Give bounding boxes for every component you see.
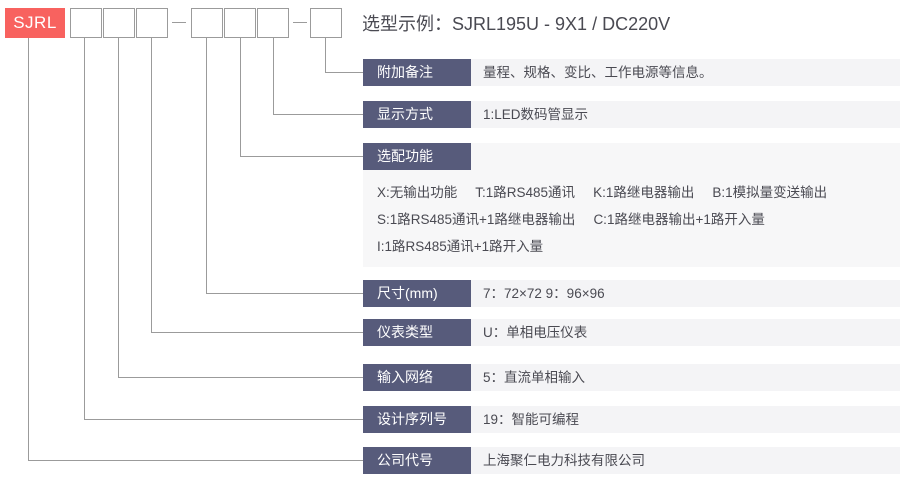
- page-title: 选型示例：SJRL195U - 9X1 / DC220V: [362, 14, 671, 34]
- code-slot-7: [310, 8, 342, 38]
- spec-row-design-serial: 设计序列号 19：智能可编程: [363, 406, 900, 433]
- leader-hline-3: [151, 332, 363, 333]
- spec-label-company-code: 公司代号: [363, 447, 471, 474]
- leader-vline-brand: [28, 38, 29, 460]
- leader-vline-7: [325, 38, 326, 72]
- model-code-row: SJRL: [0, 0, 360, 46]
- code-slot-3: [136, 8, 168, 38]
- leader-hline-7: [325, 72, 363, 73]
- spec-label-remark: 附加备注: [363, 59, 471, 86]
- code-slot-6: [257, 8, 289, 38]
- spec-value-display: 1:LED数码管显示: [483, 107, 589, 122]
- leader-hline-5: [240, 156, 363, 157]
- opt-2-a: S:1路RS485通讯+1路继电器输出: [377, 212, 576, 227]
- optional-function-line-1: X:无输出功能 T:1路RS485通讯 K:1路继电器输出 B:1模拟量变送输出: [377, 179, 900, 206]
- spec-value-company-code: 上海聚仁电力科技有限公司: [483, 453, 645, 468]
- spec-value-meter-type: U：单相电压仪表: [483, 325, 588, 340]
- leader-hline-1: [84, 419, 363, 420]
- brand-code-box: SJRL: [5, 8, 65, 38]
- opt-1-c: K:1路继电器输出: [593, 185, 695, 200]
- spec-label-input-network: 输入网络: [363, 364, 471, 391]
- leader-vline-3: [151, 38, 152, 332]
- opt-1-d: B:1模拟量变送输出: [712, 185, 828, 200]
- leader-hline-2: [118, 377, 363, 378]
- opt-3-a: I:1路RS485通讯+1路开入量: [377, 239, 544, 254]
- optional-function-line-3: I:1路RS485通讯+1路开入量: [377, 233, 900, 260]
- code-separator-1: [172, 22, 186, 23]
- optional-function-lines: X:无输出功能 T:1路RS485通讯 K:1路继电器输出 B:1模拟量变送输出 S:…: [363, 170, 900, 266]
- opt-1-a: X:无输出功能: [377, 185, 458, 200]
- spec-row-input-network: 输入网络 5：直流单相输入: [363, 364, 900, 391]
- spec-label-optional-function: 选配功能: [363, 143, 471, 170]
- opt-2-b: C:1路继电器输出+1路开入量: [593, 212, 765, 227]
- spec-row-company-code: 公司代号 上海聚仁电力科技有限公司: [363, 447, 900, 474]
- code-separator-2: [293, 22, 307, 23]
- spec-value-size: 7：72×72 9：96×96: [483, 286, 605, 301]
- spec-value-design-serial: 19：智能可编程: [483, 412, 580, 427]
- spec-label-size: 尺寸(mm): [363, 280, 471, 307]
- code-slot-1: [70, 8, 102, 38]
- leader-hline-4: [206, 293, 363, 294]
- opt-1-b: T:1路RS485通讯: [475, 185, 576, 200]
- leader-hline-6: [273, 114, 363, 115]
- optional-function-line-2: S:1路RS485通讯+1路继电器输出 C:1路继电器输出+1路开入量: [377, 206, 900, 233]
- spec-value-input-network: 5：直流单相输入: [483, 370, 586, 385]
- leader-vline-4: [206, 38, 207, 293]
- spec-value-remark: 量程、规格、变比、工作电源等信息。: [483, 65, 713, 80]
- spec-row-display: 显示方式 1:LED数码管显示: [363, 101, 900, 128]
- spec-row-remark: 附加备注 量程、规格、变比、工作电源等信息。: [363, 59, 900, 86]
- leader-vline-1: [84, 38, 85, 419]
- spec-label-display: 显示方式: [363, 101, 471, 128]
- leader-vline-6: [273, 38, 274, 114]
- spec-block-optional-function: 选配功能 X:无输出功能 T:1路RS485通讯 K:1路继电器输出 B:1模拟量变送…: [363, 143, 900, 267]
- code-slot-5: [224, 8, 256, 38]
- leader-vline-5: [240, 38, 241, 156]
- leader-hline-brand: [28, 460, 363, 461]
- spec-row-meter-type: 仪表类型 U：单相电压仪表: [363, 319, 900, 346]
- spec-label-meter-type: 仪表类型: [363, 319, 471, 346]
- spec-label-design-serial: 设计序列号: [363, 406, 471, 433]
- code-slot-2: [103, 8, 135, 38]
- code-slot-4: [191, 8, 223, 38]
- leader-vline-2: [118, 38, 119, 377]
- spec-row-size: 尺寸(mm) 7：72×72 9：96×96: [363, 280, 900, 307]
